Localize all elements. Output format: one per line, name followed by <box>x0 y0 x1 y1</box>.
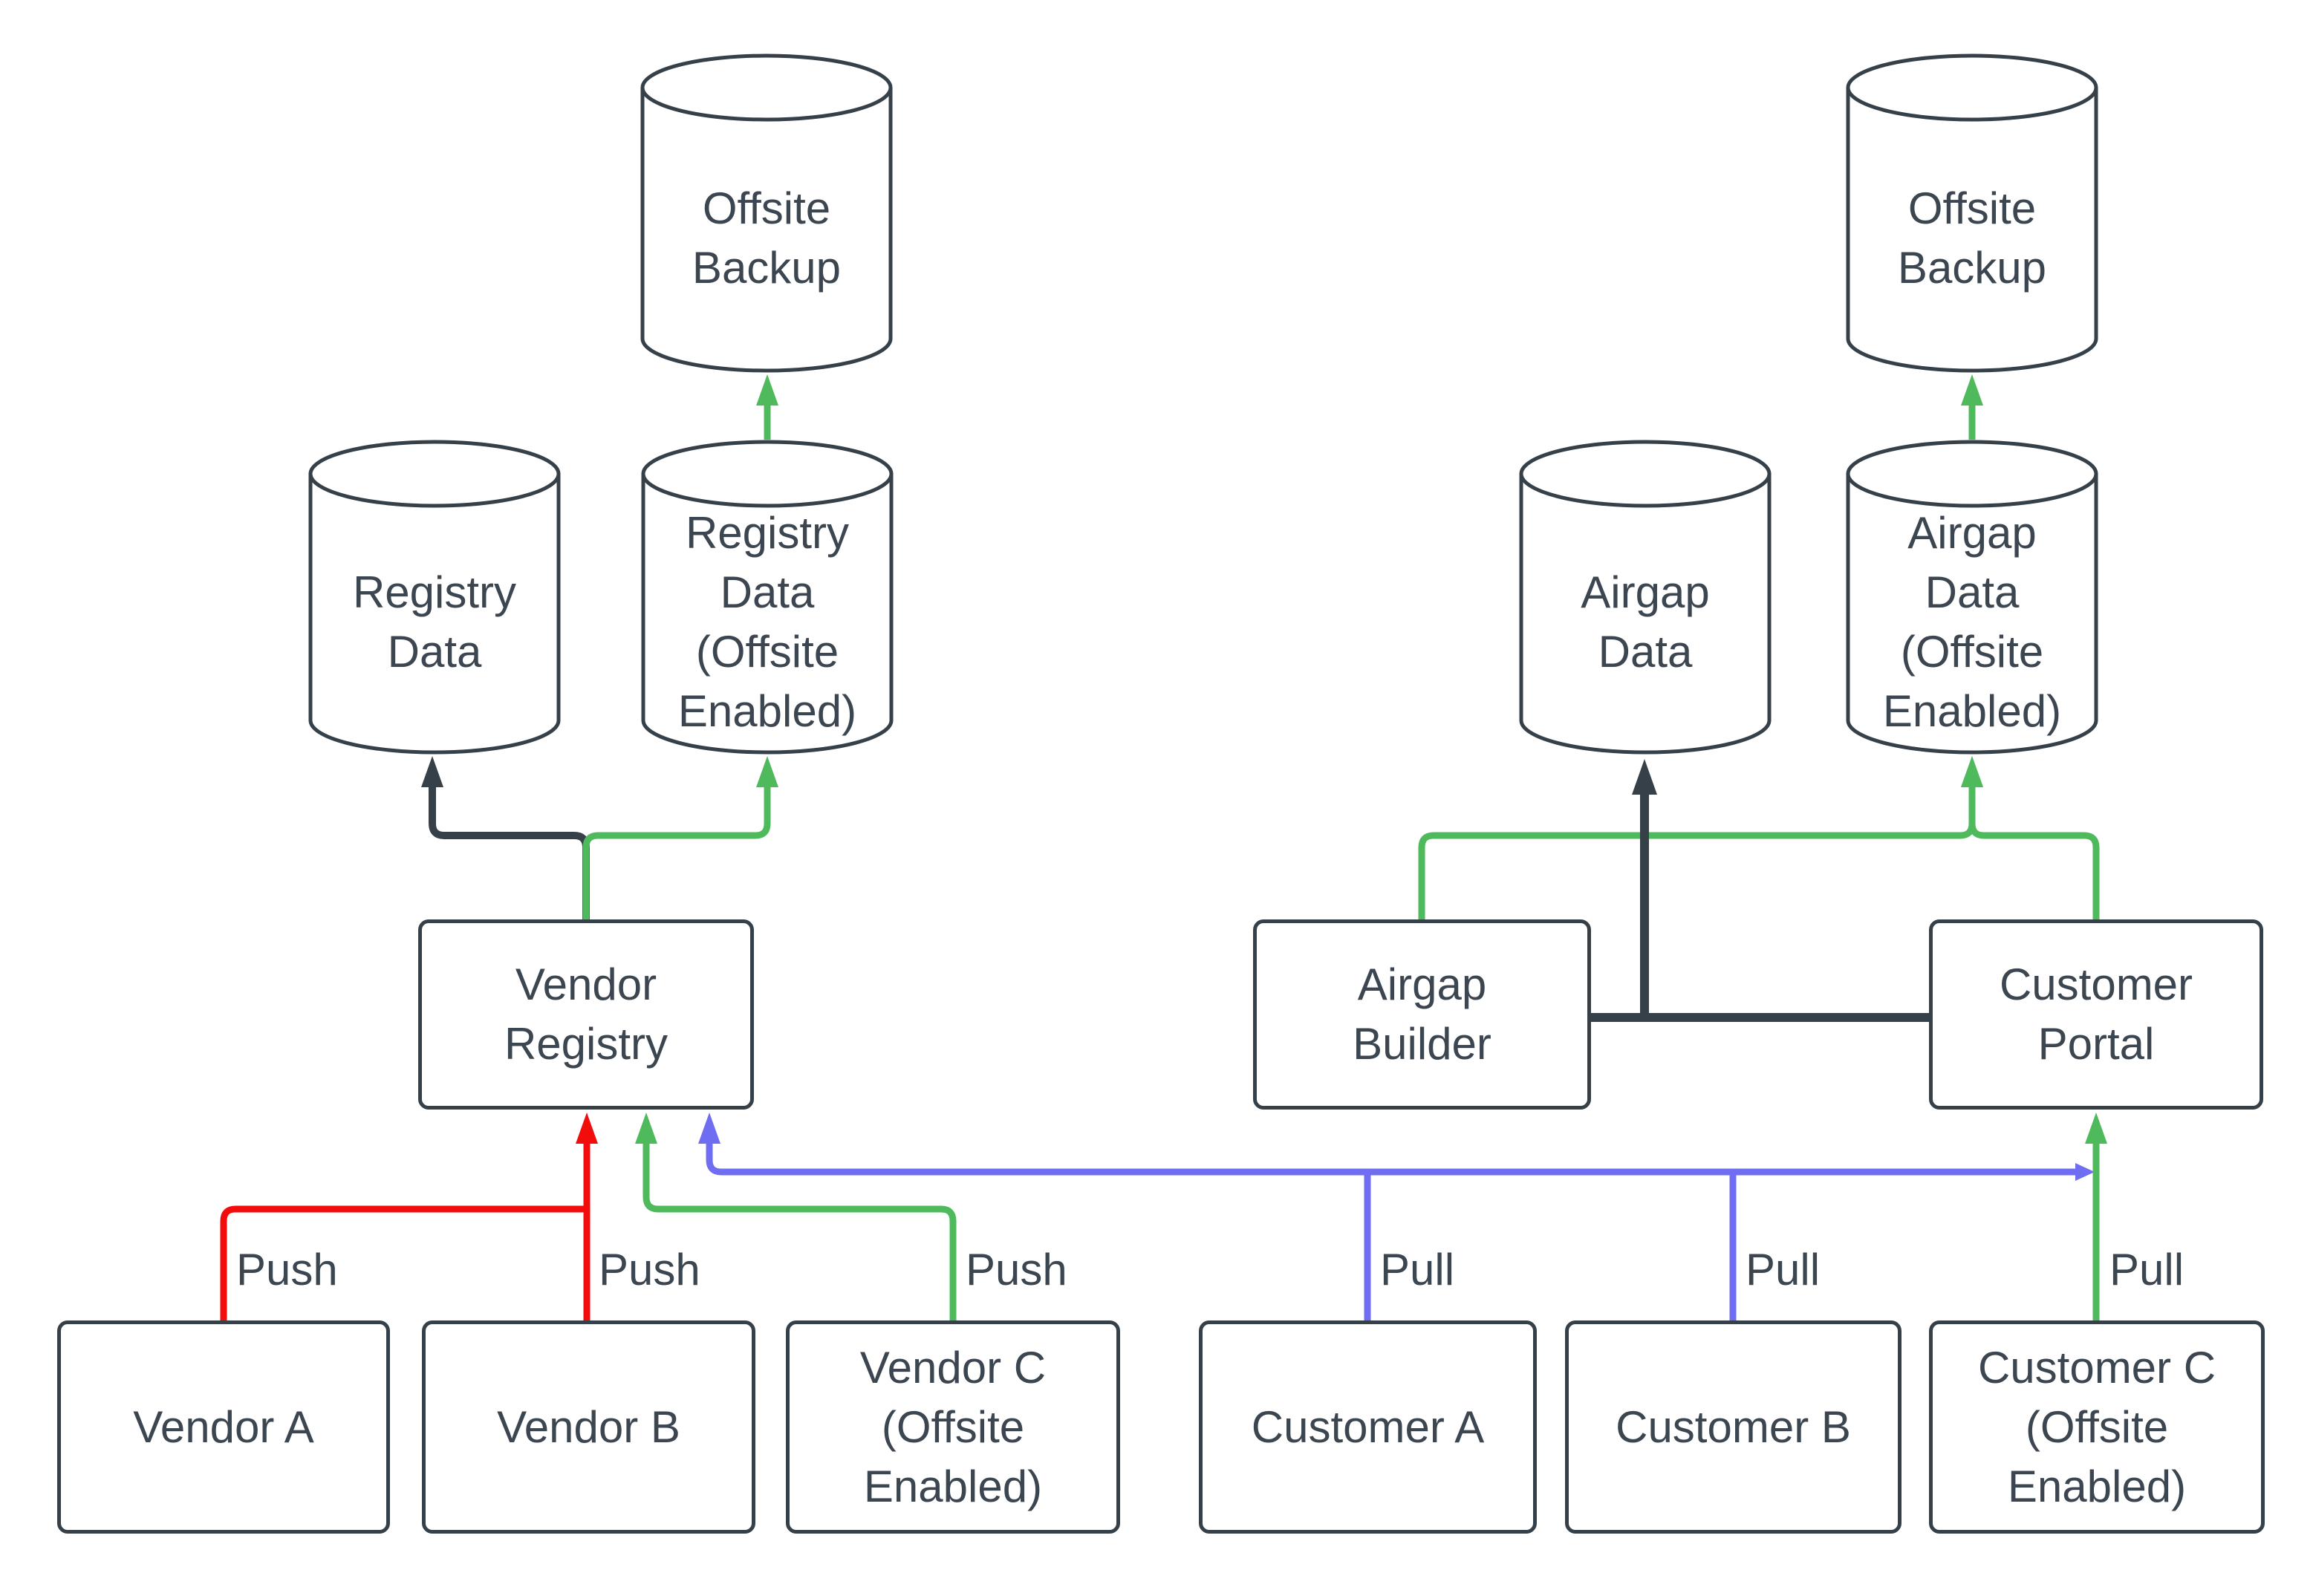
edge-black-junction-to-airgap-data <box>1632 759 1657 1017</box>
edge-label-pull-customer-a: Pull <box>1380 1245 1455 1294</box>
node-label: Airgap Data <box>1581 567 1710 677</box>
edge-label-push-vendor-a: Push <box>236 1245 338 1294</box>
edge-vendor-b-push <box>576 1113 598 1320</box>
node-airgap-data-offsite[interactable]: Airgap Data (Offsite Enabled) <box>1846 440 2098 755</box>
node-label: Registry Data (Offsite Enabled) <box>677 508 857 736</box>
node-label: Customer Portal <box>1999 960 2193 1069</box>
arrowhead <box>1961 756 1983 787</box>
edge-label-pull-customer-c: Pull <box>2109 1245 2184 1294</box>
node-vendor-b[interactable]: Vendor B <box>422 1320 755 1534</box>
arrowhead <box>2085 1113 2107 1144</box>
node-label: Vendor A <box>133 1401 314 1452</box>
node-label: Offsite Backup <box>1897 183 2047 293</box>
node-label: Vendor B <box>497 1401 680 1452</box>
edge-airgap-builder-to-airgap-data-offsite <box>1418 756 1983 919</box>
arrowhead <box>1961 756 1983 787</box>
node-registry-data[interactable]: Registry Data <box>308 440 561 755</box>
cylinder-shape <box>641 440 894 755</box>
cylinder-shape <box>1846 440 2098 755</box>
node-label: Customer B <box>1616 1401 1851 1452</box>
node-customer-a[interactable]: Customer A <box>1199 1320 1537 1534</box>
node-label: Vendor C (Offsite Enabled) <box>859 1342 1047 1511</box>
node-label: Vendor Registry <box>504 960 668 1069</box>
edge-label-pull-customer-b: Pull <box>1746 1245 1821 1294</box>
node-customer-c[interactable]: Customer C (Offsite Enabled) <box>1929 1320 2265 1534</box>
node-registry-data-offsite[interactable]: Registry Data (Offsite Enabled) <box>641 440 894 755</box>
edge-customer-portal-to-airgap-data-offsite <box>1961 756 2100 919</box>
cylinder-shape <box>640 53 893 373</box>
node-customer-portal[interactable]: Customer Portal <box>1929 919 2263 1110</box>
node-vendor-registry[interactable]: Vendor Registry <box>418 919 754 1110</box>
node-label: Offsite Backup <box>692 183 842 293</box>
edge-registry-data-offsite-to-offsite-backup <box>756 374 778 440</box>
edge-vendor-registry-to-registry-data <box>421 756 590 919</box>
arrowhead <box>756 756 778 787</box>
node-vendor-c[interactable]: Vendor C (Offsite Enabled) <box>786 1320 1120 1534</box>
cylinder-shape <box>1846 53 2098 373</box>
arrowhead <box>2075 1163 2095 1181</box>
cylinder-shape <box>1519 440 1772 755</box>
node-label: Airgap Builder <box>1353 960 1491 1069</box>
node-label: Airgap Data (Offsite Enabled) <box>1882 508 2062 736</box>
node-label: Customer C (Offsite Enabled) <box>1977 1342 2216 1511</box>
arrowhead <box>1632 759 1657 795</box>
node-offsite-backup-right[interactable]: Offsite Backup <box>1846 53 2098 373</box>
arrowhead <box>698 1113 720 1144</box>
node-airgap-builder[interactable]: Airgap Builder <box>1253 919 1591 1110</box>
node-offsite-backup-left[interactable]: Offsite Backup <box>640 53 893 373</box>
arrowhead <box>635 1113 657 1144</box>
edge-blue-bus-to-vendor-registry <box>698 1113 2095 1181</box>
node-airgap-data[interactable]: Airgap Data <box>1519 440 1772 755</box>
cylinder-shape <box>308 440 561 755</box>
arrowhead <box>421 756 443 787</box>
edge-airgap-data-offsite-to-offsite-backup <box>1961 374 1983 440</box>
node-label: Customer A <box>1251 1401 1485 1452</box>
arrowhead <box>756 374 778 405</box>
edge-vendor-registry-to-registry-data-offsite <box>582 756 778 919</box>
edge-label-push-vendor-b: Push <box>599 1245 700 1294</box>
arrowhead <box>1961 374 1983 405</box>
edge-customer-c-pull <box>2085 1113 2107 1320</box>
node-customer-b[interactable]: Customer B <box>1565 1320 1902 1534</box>
node-label: Registry Data <box>352 567 517 677</box>
arrowhead <box>576 1113 598 1144</box>
edge-label-push-vendor-c: Push <box>966 1245 1067 1294</box>
node-vendor-a[interactable]: Vendor A <box>57 1320 390 1534</box>
